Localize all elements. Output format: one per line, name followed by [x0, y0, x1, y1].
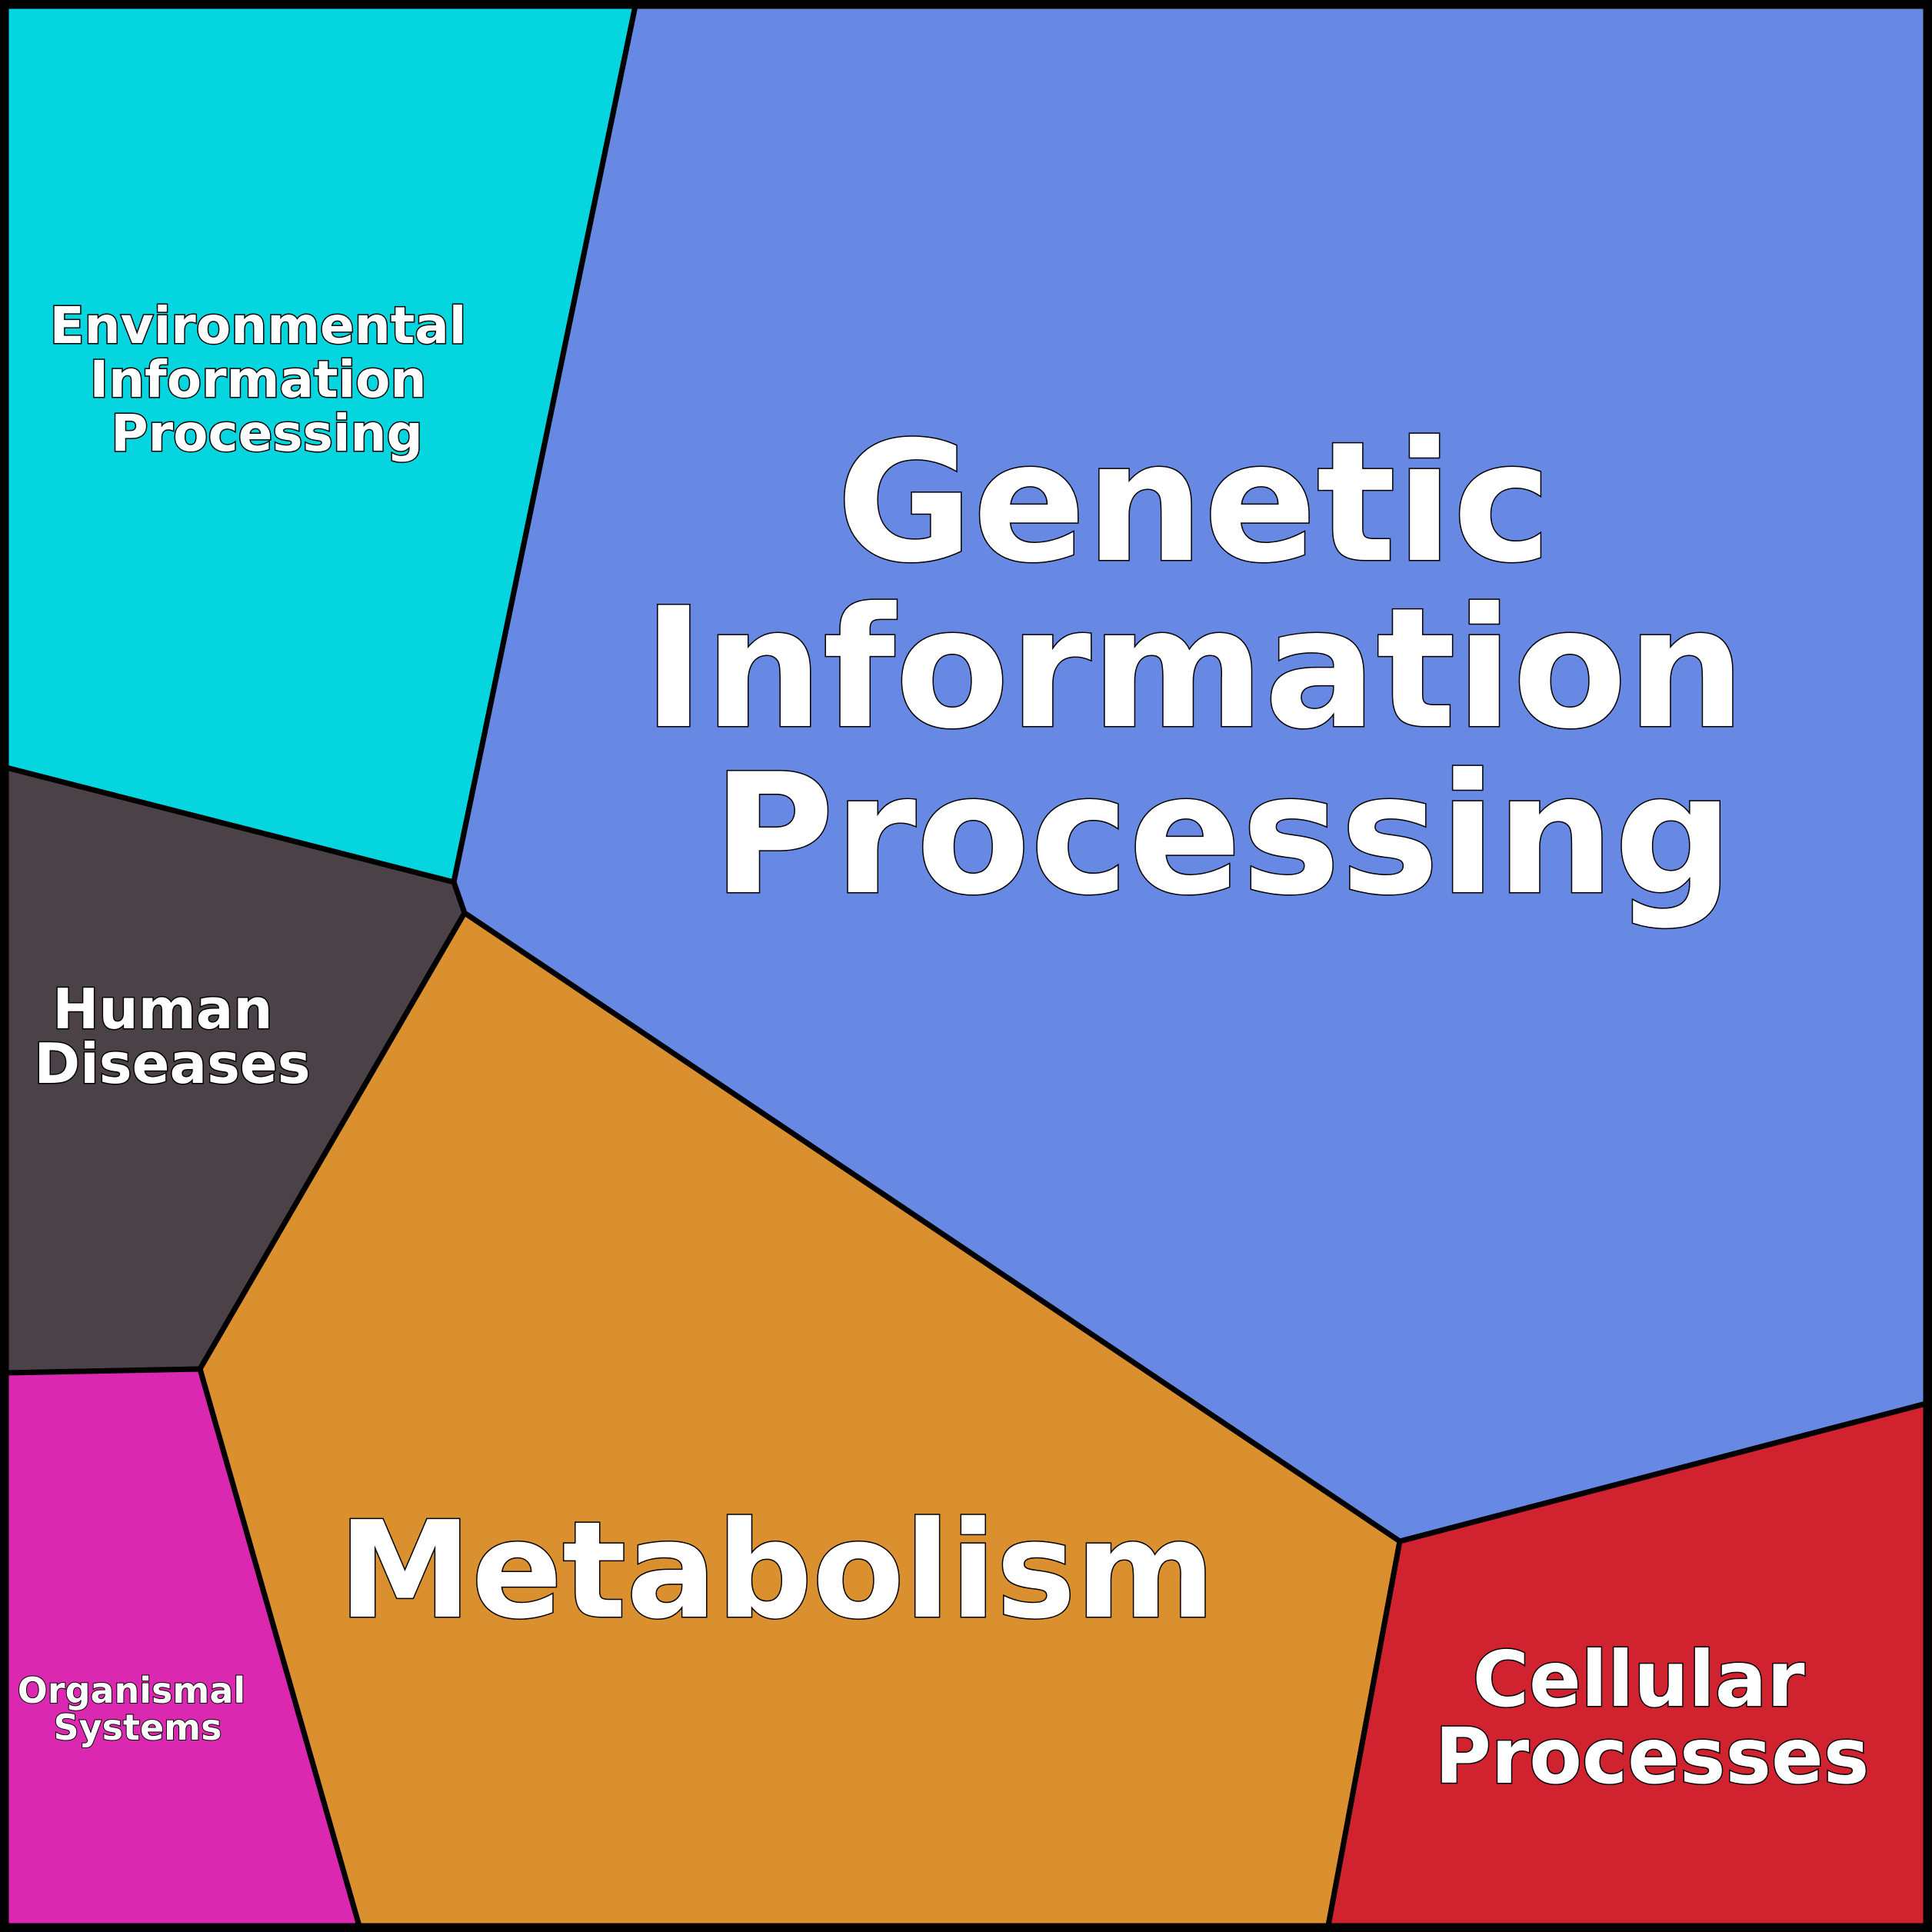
region-genetic-label: Genetic Information Processing [643, 406, 1804, 931]
region-human-diseases-label: Human Diseases [34, 977, 310, 1096]
region-genetic: Genetic Information Processing [451, 3, 1929, 1544]
region-environmental-label: Environmental Information Processing [50, 296, 485, 463]
region-cellular-label: Cellular Processes [1435, 1634, 1870, 1801]
region-cellular: Cellular Processes [1325, 1401, 1929, 1929]
region-organismal: Organismal Systems [3, 1366, 362, 1929]
region-organismal-label: Organismal Systems [18, 1670, 258, 1748]
region-metabolism-label: Metabolism [338, 1493, 1215, 1649]
